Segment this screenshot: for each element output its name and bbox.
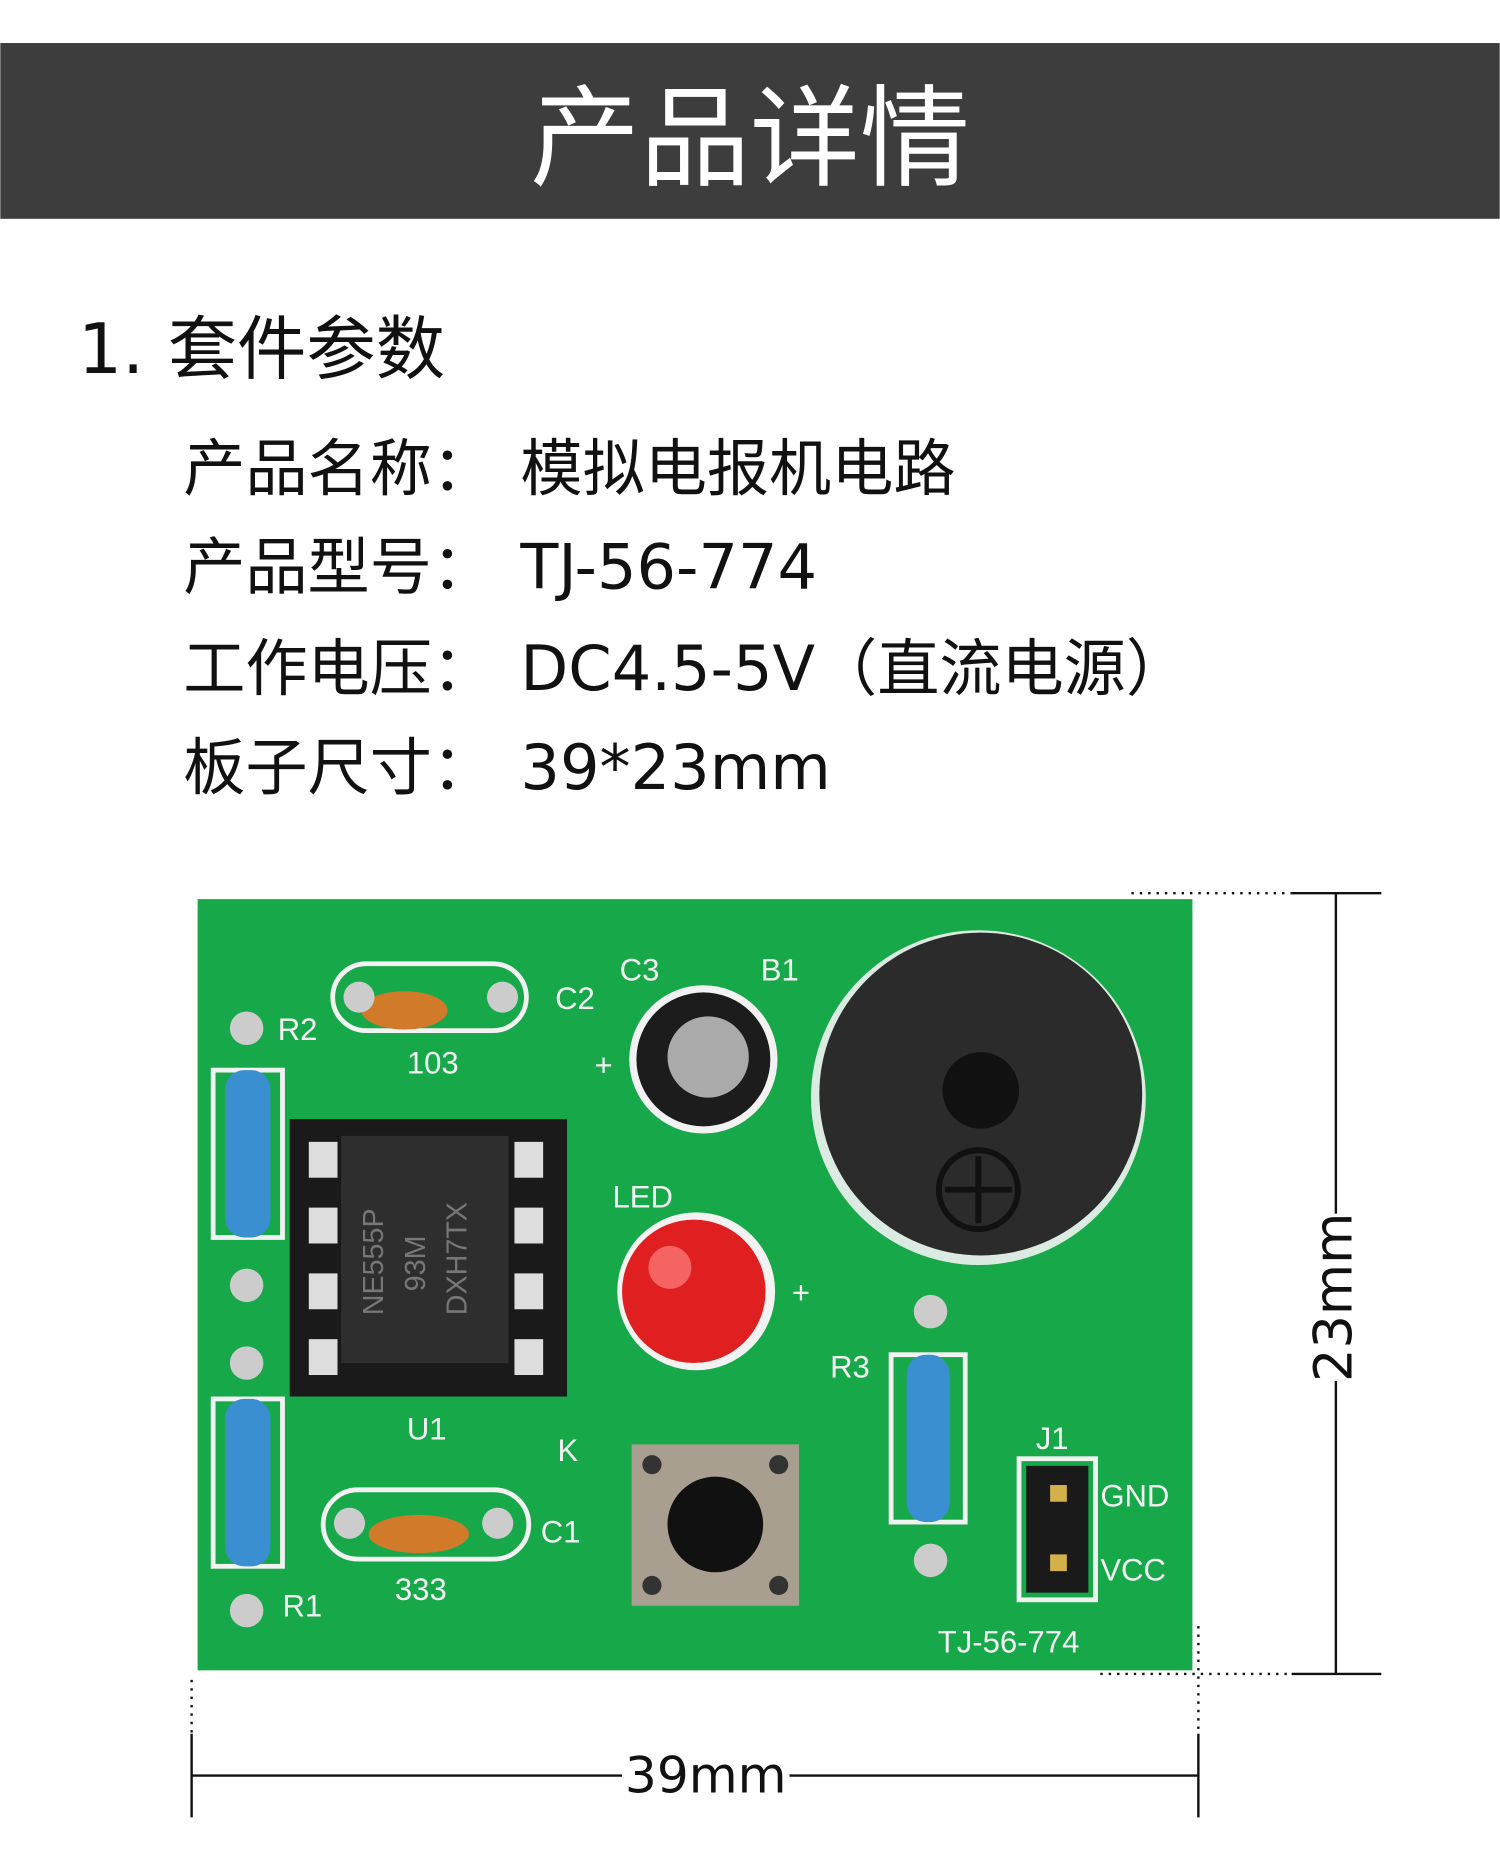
spec-label: 产品名称： — [183, 432, 494, 505]
pcb-board: NE555P 93M DXH7TX — [197, 899, 1193, 1671]
pin-header-j1 — [1016, 1456, 1098, 1603]
silk-c1-value: 333 — [395, 1572, 447, 1607]
silk-led-plus: + — [792, 1275, 810, 1310]
resistor-r2 — [210, 1011, 285, 1303]
silk-b1: B1 — [761, 952, 799, 987]
section-title: 套件参数 — [168, 310, 445, 390]
silk-board-model: TJ-56-774 — [938, 1624, 1080, 1659]
capacitor-c2 — [330, 961, 529, 1034]
header-band — [0, 43, 1500, 219]
silk-led: LED — [612, 1180, 672, 1215]
silk-c3-plus: + — [595, 1048, 613, 1083]
capacitor-c1 — [320, 1487, 532, 1562]
silk-c2-value: 103 — [407, 1046, 459, 1081]
spec-label: 工作电压： — [183, 632, 494, 705]
chip-marking: DXH7TX — [442, 1202, 474, 1315]
silk-vcc: VCC — [1100, 1553, 1166, 1588]
spec-value: 39*23mm — [520, 731, 830, 804]
spec-label: 产品型号： — [183, 530, 494, 603]
silk-r2: R2 — [278, 1012, 318, 1047]
spec-value: DC4.5-5V（直流电源） — [520, 632, 1188, 705]
silk-c1: C1 — [541, 1514, 581, 1549]
silk-c2: C2 — [555, 981, 595, 1016]
silk-r3: R3 — [830, 1349, 870, 1384]
push-button-k — [631, 1444, 800, 1606]
resistor-r1 — [210, 1346, 285, 1628]
width-label: 39mm — [625, 1745, 787, 1804]
chip-marking: NE555P — [358, 1208, 390, 1315]
width-dimension — [190, 1626, 1200, 1818]
silk-c3: C3 — [620, 952, 660, 987]
section-number: 1. — [78, 310, 144, 390]
height-label: 23mm — [1303, 1213, 1364, 1382]
spec-value: TJ-56-774 — [519, 530, 817, 603]
spec-label: 板子尺寸： — [183, 731, 494, 804]
silk-r1: R1 — [282, 1589, 322, 1624]
height-dimension — [1100, 891, 1382, 1676]
header-title: 产品详情 — [530, 75, 970, 203]
spec-list: 产品名称： 模拟电报机电路 产品型号： TJ-56-774 工作电压： DC4.… — [183, 432, 1188, 804]
led — [622, 1219, 766, 1364]
resistor-r3 — [888, 1294, 968, 1578]
silk-u1: U1 — [407, 1412, 447, 1447]
ic-ne555 — [341, 1135, 509, 1364]
silk-k: K — [557, 1433, 578, 1468]
chip-marking: 93M — [400, 1236, 432, 1292]
spec-value: 模拟电报机电路 — [520, 432, 955, 505]
silk-j1: J1 — [1036, 1421, 1069, 1456]
silk-gnd: GND — [1100, 1479, 1169, 1514]
